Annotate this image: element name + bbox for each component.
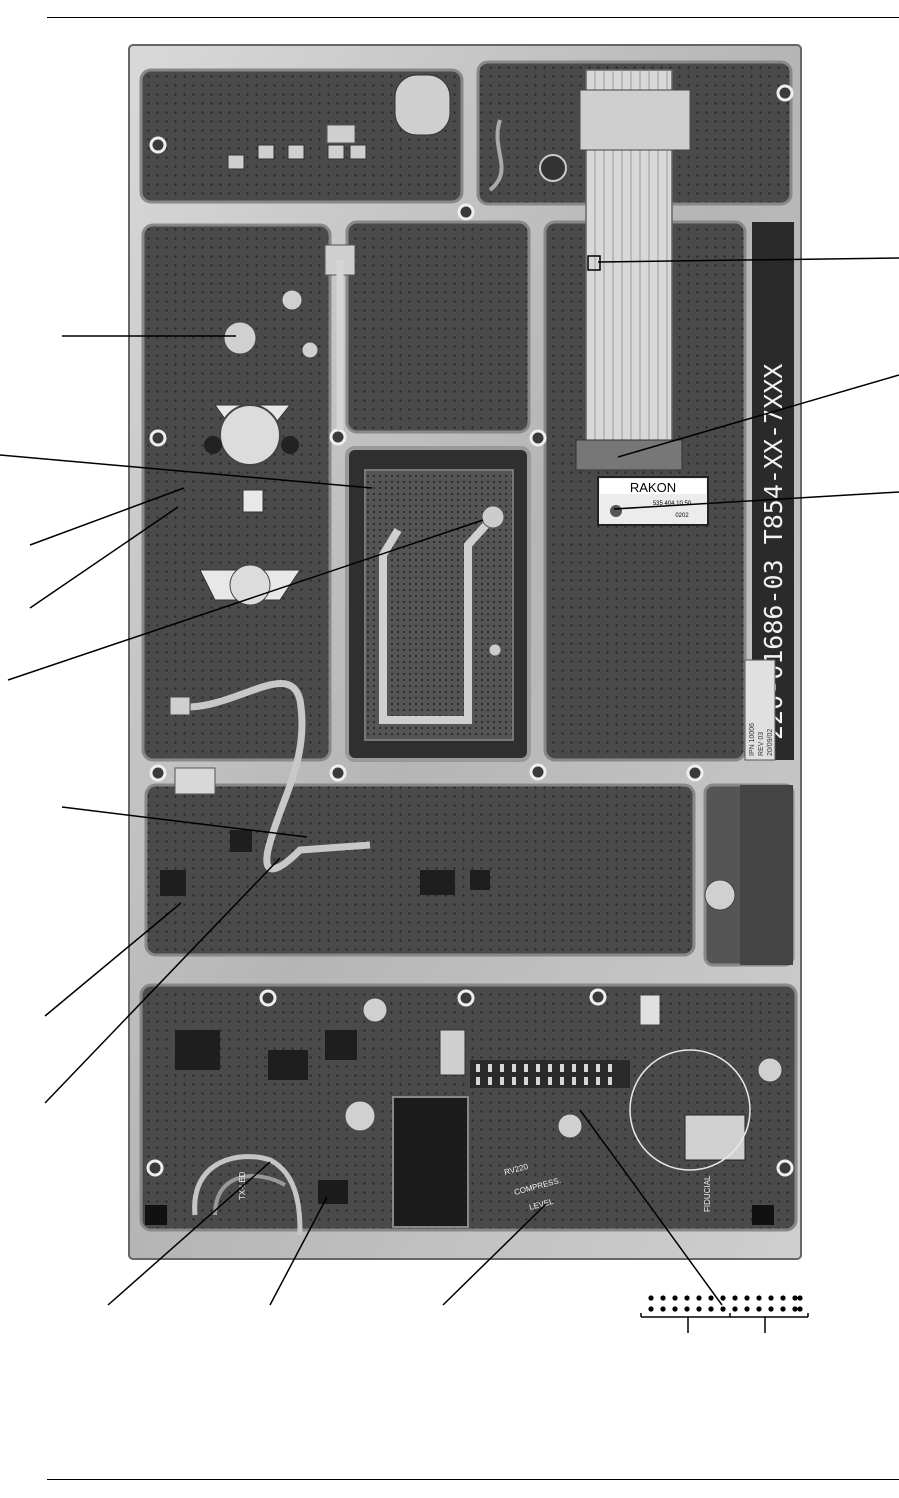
production-label: IPN 10006 REV 03 20/09/02 xyxy=(744,659,776,761)
tx-led-wires xyxy=(192,1154,303,1236)
header-pin-array xyxy=(470,1060,630,1088)
crystal-brand-text: RAKON xyxy=(630,480,676,495)
label-line-4: 20/09/02 xyxy=(767,729,774,756)
crystal-code-text: 535 404 10.50 xyxy=(653,501,692,507)
compartment-exciter xyxy=(345,220,531,434)
vco-shield-wire xyxy=(379,512,498,724)
coax-cable xyxy=(189,680,371,873)
top-left-filter xyxy=(227,74,451,170)
crystal-date-text: 0202 xyxy=(675,513,689,519)
footer-rule xyxy=(47,1479,899,1480)
callout-lines xyxy=(0,255,899,1306)
pa-transistors xyxy=(199,289,319,606)
crystal-oscillator: RAKON 535 404 10.50 0202 xyxy=(597,476,709,526)
interface-components: COMPRESS. LEVEL RV220 TX-LED FIDUCIAL xyxy=(145,994,783,1236)
compartment-pa xyxy=(141,223,332,762)
label-line-1: IPN 10006 xyxy=(749,723,756,756)
compartment-top-left xyxy=(139,68,464,204)
pin-diagram xyxy=(640,1295,809,1333)
header-rule xyxy=(47,17,899,18)
driver-components xyxy=(160,785,793,965)
fiducial-label-text: FIDUCIAL xyxy=(703,1175,712,1212)
top-right-connector xyxy=(579,89,691,151)
label-line-3: REV 03 xyxy=(758,732,765,756)
screw-holes xyxy=(146,84,794,1177)
